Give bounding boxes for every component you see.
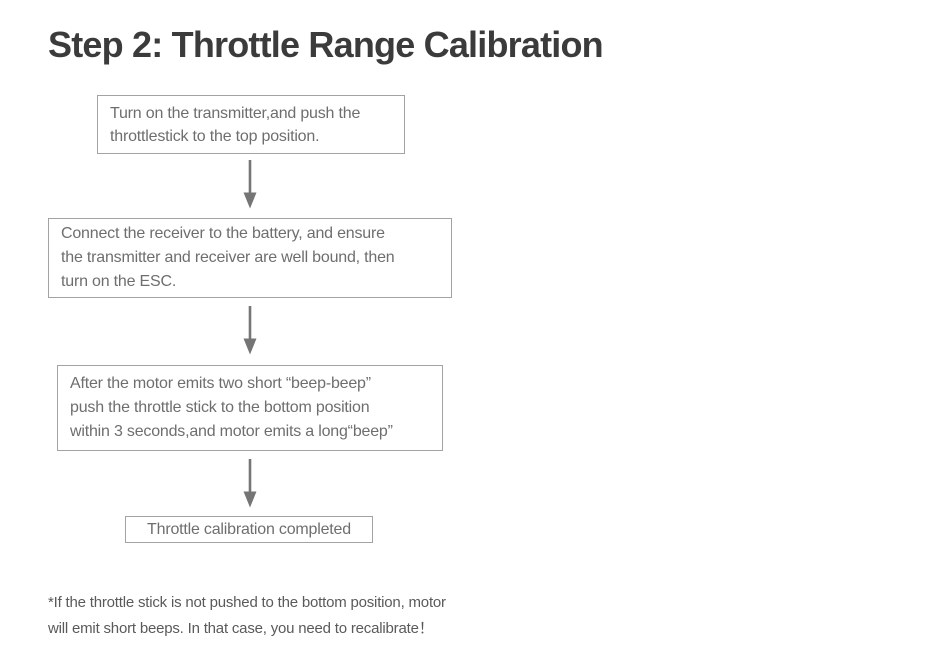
flow-step-text: push the throttle stick to the bottom po… bbox=[70, 399, 370, 416]
flow-step-text: within 3 seconds,and motor emits a long“… bbox=[70, 423, 393, 440]
arrow-down-icon bbox=[242, 305, 258, 355]
arrow-down-icon bbox=[242, 458, 258, 508]
flow-step-text: After the motor emits two short “beep-be… bbox=[70, 375, 371, 392]
page-title: Step 2: Throttle Range Calibration bbox=[48, 24, 604, 65]
flow-step-text: throttlestick to the top position. bbox=[110, 127, 320, 145]
flow-step-beep-beep: After the motor emits two short “beep-be… bbox=[57, 365, 443, 451]
flow-step-text: Turn on the transmitter,and push the bbox=[110, 104, 361, 122]
flow-step-text: Connect the receiver to the battery, and… bbox=[61, 225, 385, 242]
arrow-down-icon bbox=[242, 159, 258, 209]
flow-step-text: Throttle calibration completed bbox=[147, 520, 351, 538]
flow-step-text: turn on the ESC. bbox=[61, 273, 177, 290]
footnote: *If the throttle stick is not pushed to … bbox=[48, 590, 446, 642]
flow-step-transmitter-on: Turn on the transmitter,and push the thr… bbox=[97, 95, 405, 154]
footnote-line: will emit short beeps. In that case, you… bbox=[48, 620, 434, 637]
flow-step-completed: Throttle calibration completed bbox=[125, 516, 373, 543]
footnote-line: *If the throttle stick is not pushed to … bbox=[48, 594, 446, 611]
flow-step-connect-receiver: Connect the receiver to the battery, and… bbox=[48, 218, 452, 298]
flow-step-text: the transmitter and receiver are well bo… bbox=[61, 249, 395, 266]
